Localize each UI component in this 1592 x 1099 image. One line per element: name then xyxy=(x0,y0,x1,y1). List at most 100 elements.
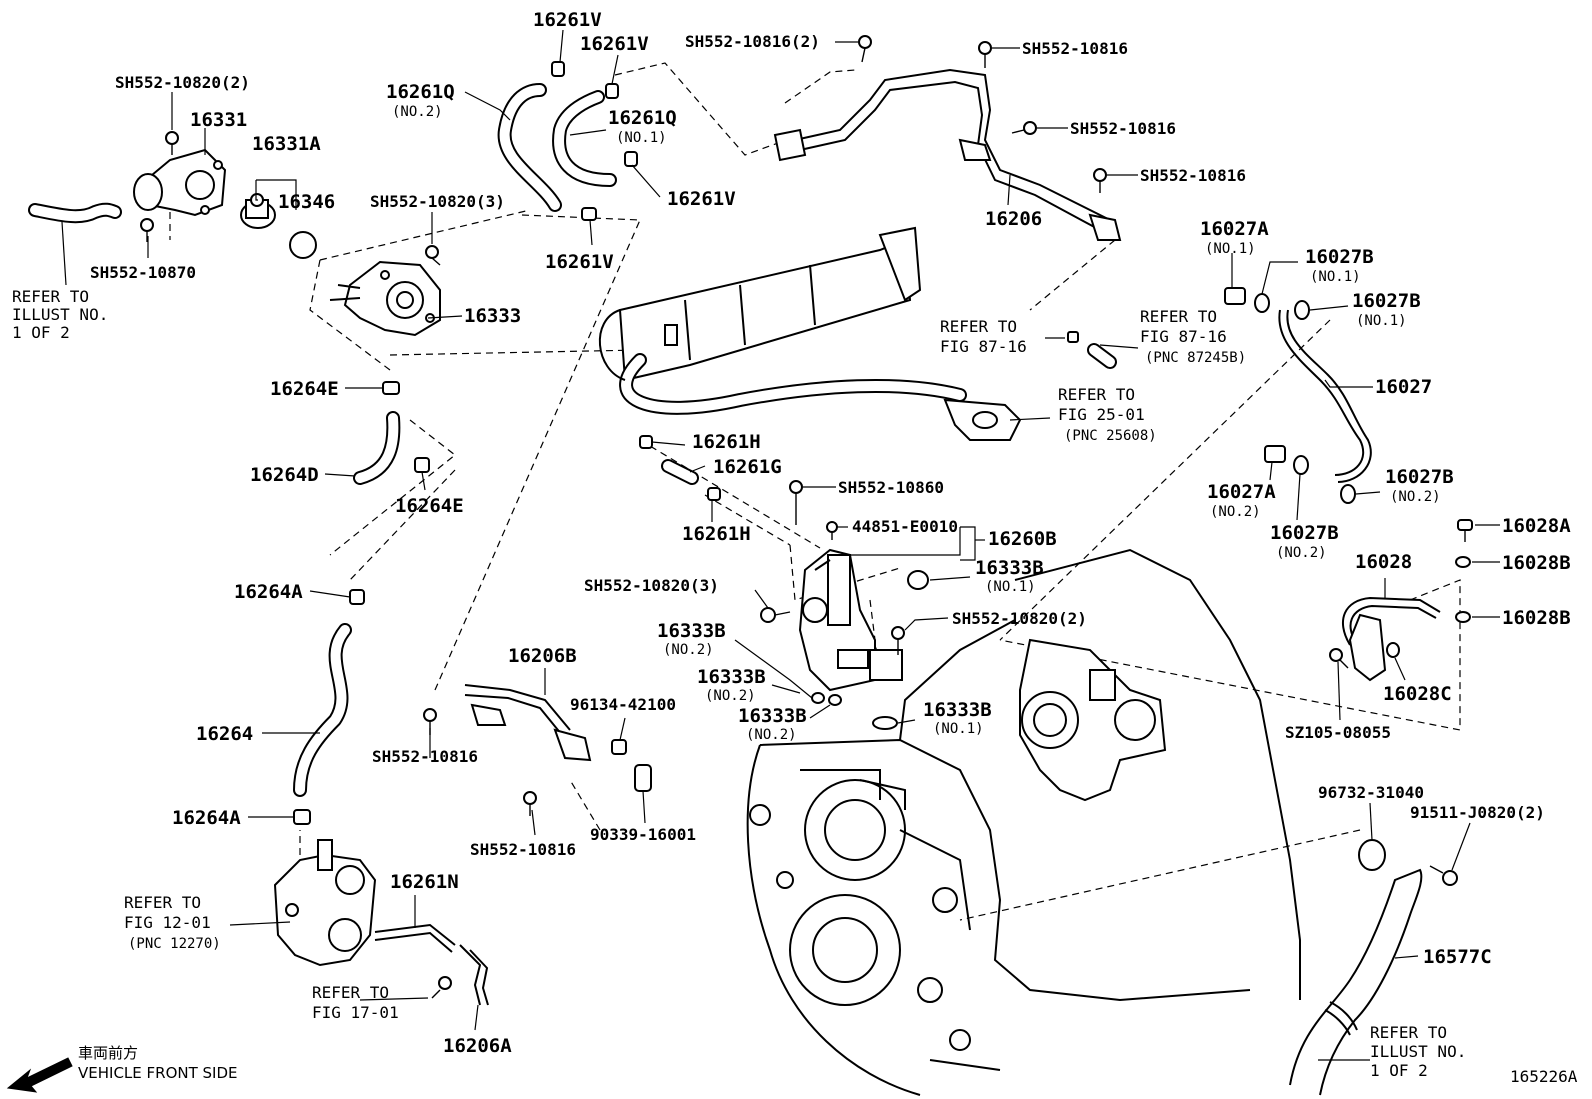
label-sh552-10816-d: SH552-10816 xyxy=(372,747,478,766)
gasket-16333b-no2-b xyxy=(811,692,825,704)
ref-fig2501-3: (PNC 25608) xyxy=(1064,428,1157,444)
assembly-guide-lines xyxy=(169,62,1461,921)
bolt-sh552-10816-a xyxy=(978,41,992,68)
bolt-sh552-10816-c xyxy=(1093,168,1107,193)
water-inlet-16333 xyxy=(329,260,441,337)
label-sz105-08055: SZ105-08055 xyxy=(1285,723,1391,742)
label-sh552-10820-2a: SH552-10820(2) xyxy=(115,73,250,92)
label-16261q-no2: 16261Q xyxy=(386,81,455,103)
hose-fig8716 xyxy=(1087,343,1117,369)
label-16333b-no1-a-sub: (NO.1) xyxy=(985,579,1036,595)
ref-fig8716-a-1: REFER TO xyxy=(940,317,1017,336)
label-16027a-no2-sub: (NO.2) xyxy=(1210,504,1261,520)
clamp-16261h-a xyxy=(639,435,653,449)
clamp-16264e-b xyxy=(414,457,430,473)
label-16333b-no2-c-sub: (NO.2) xyxy=(746,727,797,743)
label-sh552-10820-3a: SH552-10820(3) xyxy=(370,192,505,211)
label-16331: 16331 xyxy=(190,109,247,131)
front-arrow-icon xyxy=(6,1057,73,1093)
hose-90339 xyxy=(634,764,652,792)
bolt-sh552-10816-2 xyxy=(858,35,872,63)
label-16027b-no1-a-sub: (NO.1) xyxy=(1310,269,1361,285)
ref-fig1201-3: (PNC 12270) xyxy=(128,936,221,952)
pipe-16206 xyxy=(773,68,1122,241)
egr-cooler xyxy=(598,226,1022,441)
label-16027b-no1-b: 16027B xyxy=(1352,290,1421,312)
clamp-16264e-a xyxy=(382,381,400,395)
gasket-16027b-no2-b xyxy=(1340,484,1356,504)
label-16206b: 16206B xyxy=(508,645,577,667)
label-16027b-no1-a: 16027B xyxy=(1305,246,1374,268)
ref-fig8716-b-2: FIG 87-16 xyxy=(1140,327,1227,346)
bolt-sz105 xyxy=(1329,648,1349,669)
ref-illust-left-1: REFER TO xyxy=(12,287,89,306)
label-sh552-10816-e: SH552-10816 xyxy=(470,840,576,859)
ref-fig1201-2: FIG 12-01 xyxy=(124,913,211,932)
label-16260b: 16260B xyxy=(988,528,1057,550)
bolt-sh552-10820-16333 xyxy=(425,245,441,266)
label-16027: 16027 xyxy=(1375,376,1432,398)
bolt-fig1701 xyxy=(431,976,452,999)
front-label-jp: 車両前方 xyxy=(78,1044,138,1062)
egr-valve-16260b xyxy=(798,548,903,692)
label-16261h-b: 16261H xyxy=(682,523,751,545)
hose-16264 xyxy=(293,623,352,797)
washer-16028b-a xyxy=(1455,556,1471,568)
ref-illust-right-2: ILLUST NO. xyxy=(1370,1042,1466,1061)
washer-16028b-b xyxy=(1455,611,1471,623)
label-16206: 16206 xyxy=(985,208,1042,230)
label-16264e-b: 16264E xyxy=(395,495,464,517)
gasket-16027b-no2-a xyxy=(1293,455,1309,475)
bolt-sh552-10820-upper xyxy=(165,131,179,155)
clip-fig8716 xyxy=(1067,331,1079,343)
bolt-sh552-10860 xyxy=(789,480,803,525)
ref-illust-right-1: REFER TO xyxy=(1370,1023,1447,1042)
hose-16261n xyxy=(374,923,456,953)
water-pump-housing xyxy=(273,839,377,967)
vehicle-front-indicator: 車両前方 VEHICLE FRONT SIDE xyxy=(6,1044,238,1093)
label-16027b-no1-b-sub: (NO.1) xyxy=(1356,313,1407,329)
diagram-id: 165226A xyxy=(1510,1067,1578,1086)
label-16264: 16264 xyxy=(196,723,253,745)
label-16577c: 16577C xyxy=(1423,946,1492,968)
label-16027b-no2-a-sub: (NO.2) xyxy=(1390,489,1441,505)
hose-16577c xyxy=(1289,868,1423,1096)
label-16333b-no2-a-sub: (NO.2) xyxy=(663,642,714,658)
label-16261q-no1-sub: (NO.1) xyxy=(616,130,667,146)
clamp-16264a-b xyxy=(293,809,311,825)
pipe-16027 xyxy=(1278,309,1372,483)
o-ring-96732 xyxy=(1358,839,1386,871)
bolt-sh552-10820-2b xyxy=(891,626,905,655)
clamp-16261v-c xyxy=(624,151,638,167)
label-16261h-a: 16261H xyxy=(692,431,761,453)
label-16261v-d: 16261V xyxy=(545,251,614,273)
label-16261v-c: 16261V xyxy=(667,188,736,210)
label-sh552-10820-3b: SH552-10820(3) xyxy=(584,576,719,595)
bolt-sh552-10816-e xyxy=(523,791,537,816)
label-16333b-no2-b: 16333B xyxy=(697,666,766,688)
label-90339-16001: 90339-16001 xyxy=(590,825,696,844)
label-16264e-a: 16264E xyxy=(270,378,339,400)
label-16028c: 16028C xyxy=(1383,683,1452,705)
pipe-16206b xyxy=(464,684,592,762)
bolt-91511 xyxy=(1429,865,1458,886)
left-radiator-hose xyxy=(28,202,122,224)
gasket-16333b-no1-b xyxy=(872,716,898,730)
reference-notes: REFER TO ILLUST NO. 1 OF 2 REFER TO FIG … xyxy=(12,287,1466,1080)
pipe-16028 xyxy=(1341,596,1441,682)
label-44851-e0010: 44851-E0010 xyxy=(852,517,958,536)
label-16264a-b: 16264A xyxy=(172,807,241,829)
label-16333b-no1-b: 16333B xyxy=(923,699,992,721)
label-16261q-no2-sub: (NO.2) xyxy=(392,104,443,120)
ref-fig8716-b-1: REFER TO xyxy=(1140,307,1217,326)
label-sh552-10816-2: SH552-10816(2) xyxy=(685,32,820,51)
clamp-16264a-a xyxy=(349,589,365,605)
label-16264a-a: 16264A xyxy=(234,581,303,603)
label-16333b-no1-a: 16333B xyxy=(975,557,1044,579)
label-16027b-no2-a: 16027B xyxy=(1385,466,1454,488)
label-16027b-no2-b-sub: (NO.2) xyxy=(1276,545,1327,561)
label-sh552-10870: SH552-10870 xyxy=(90,263,196,282)
hose-16261q-no1 xyxy=(552,90,617,187)
label-sh552-10816-b: SH552-10816 xyxy=(1070,119,1176,138)
